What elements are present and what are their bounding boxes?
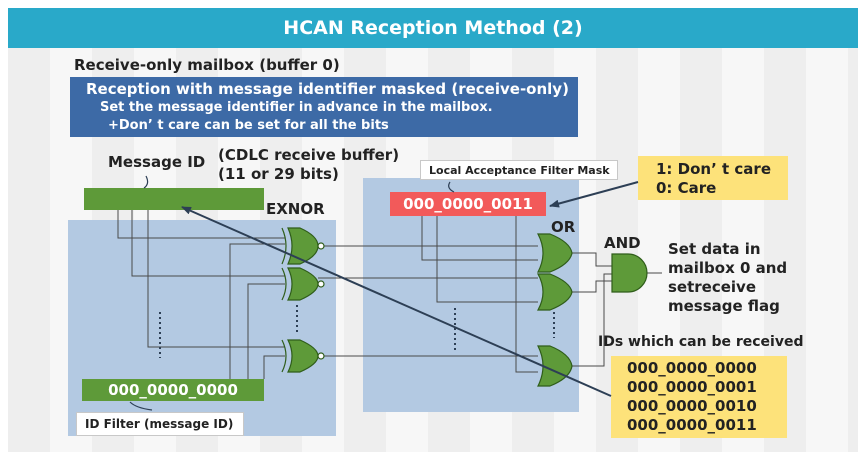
background-stripe (8, 48, 50, 452)
legend-note: 1: Don’ t care 0: Care (638, 156, 788, 200)
receive-buffer-label: (CDLC receive buffer) (218, 146, 400, 164)
or-gate (537, 233, 573, 273)
message-id-register (84, 188, 264, 210)
exnor-output-wires (318, 245, 538, 357)
mailbox-heading: Receive-only mailbox (buffer 0) (74, 56, 340, 74)
exnor-gate (281, 227, 325, 265)
id-filter-value: 000_0000_0000 (108, 381, 238, 399)
legend-dont-care: 1: Don’ t care (656, 160, 771, 178)
ellipsis-dots (159, 305, 555, 358)
message-id-label: Message ID (108, 153, 206, 171)
receivable-ids-box: 000_0000_0000 000_0000_0001 000_0000_001… (611, 356, 787, 438)
exnor-label: EXNOR (266, 200, 325, 218)
title-bar: HCAN Reception Method (2) (8, 8, 858, 48)
exnor-gate (281, 339, 325, 373)
id-filter-register: 000_0000_0000 (82, 379, 264, 401)
message-id-wires (117, 210, 285, 348)
receivable-id: 000_0000_0000 (627, 359, 757, 377)
background-stripe (806, 48, 848, 452)
info-line-2: Set the message identifier in advance in… (100, 100, 493, 115)
mask-wires (421, 216, 538, 373)
exnor-gate (281, 267, 325, 301)
background-stripe (848, 48, 858, 452)
mask-value: 000_0000_0011 (403, 195, 533, 213)
result-line-2: mailbox 0 and (668, 259, 788, 277)
receivable-id: 000_0000_0010 (627, 397, 757, 415)
receivable-id: 000_0000_0001 (627, 378, 757, 396)
mask-value-register: 000_0000_0011 (390, 192, 546, 216)
result-line-3: setreceive (668, 278, 757, 296)
id-filter-label-box: ID Filter (message ID) (76, 412, 244, 436)
callout-connectors (129, 175, 455, 411)
bit-length-label: (11 or 29 bits) (218, 165, 339, 183)
legend-care: 0: Care (656, 179, 717, 197)
mask-label-box: Local Acceptance Filter Mask (420, 160, 618, 180)
or-output-wires (570, 252, 662, 367)
info-box: Reception with message identifier masked… (70, 77, 578, 137)
info-line-3: +Don’ t care can be set for all the bits (108, 118, 389, 133)
info-line-1: Reception with message identifier masked… (86, 80, 569, 98)
id-filter-label: ID Filter (message ID) (85, 417, 234, 431)
mask-label: Local Acceptance Filter Mask (429, 163, 610, 177)
result-line-1: Set data in (668, 240, 761, 258)
receivable-id: 000_0000_0011 (627, 416, 757, 434)
result-line-4: message flag (668, 297, 780, 315)
page-title: HCAN Reception Method (2) (283, 17, 583, 39)
receivable-heading: IDs which can be received (598, 334, 804, 350)
and-gate (611, 253, 648, 293)
and-label: AND (604, 234, 641, 252)
or-label: OR (551, 218, 576, 236)
legend-arrow (549, 181, 639, 208)
receivable-arrow (181, 206, 612, 397)
or-gate (536, 273, 573, 311)
id-filter-wires (229, 243, 285, 379)
